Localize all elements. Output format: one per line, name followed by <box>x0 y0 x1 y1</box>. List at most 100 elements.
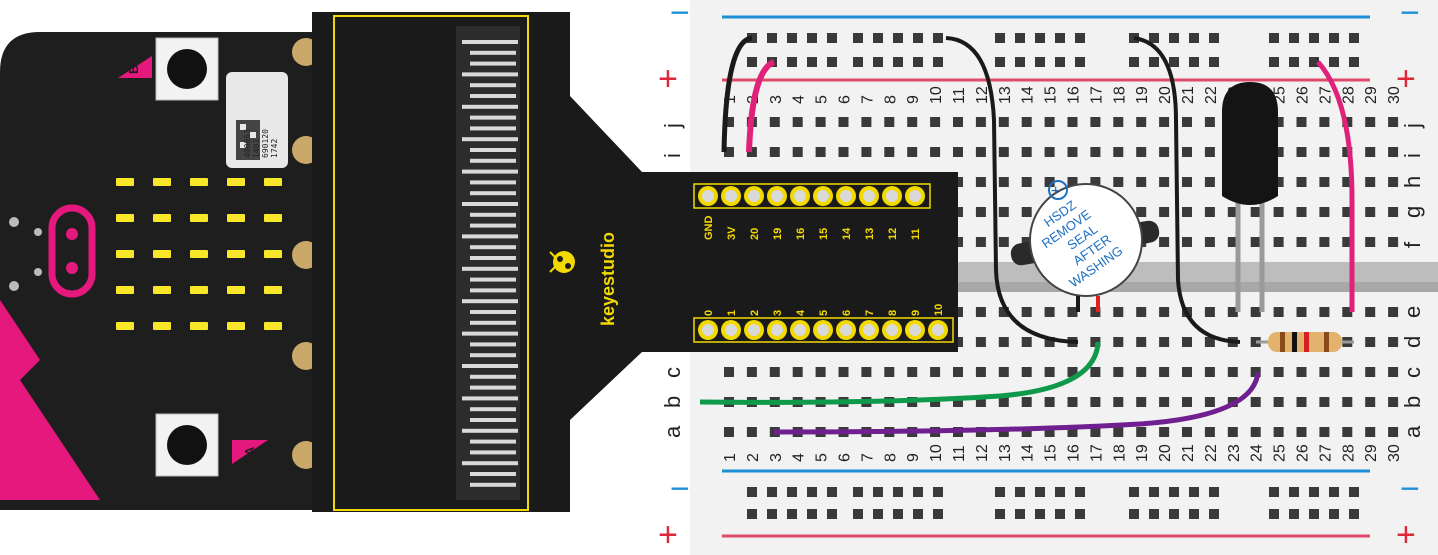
column-number-top: 10 <box>928 86 945 104</box>
rail-hole <box>1269 33 1279 43</box>
sensor-dot <box>34 228 42 236</box>
header-pin-hole <box>909 190 921 202</box>
connector-finger <box>470 482 516 487</box>
rail-hole <box>1209 509 1219 519</box>
column-number-bottom: 2 <box>745 453 762 462</box>
column-number-bottom: 8 <box>882 453 899 462</box>
top-right-minus-sign: − <box>1400 0 1420 32</box>
row-letter-top: i <box>1400 153 1425 158</box>
row-letter-bottom: c <box>660 367 685 378</box>
breadboard-hole <box>1113 427 1124 437</box>
led <box>227 322 245 330</box>
column-number-bottom: 21 <box>1180 444 1197 462</box>
column-number-top: 9 <box>905 95 922 104</box>
header-pin-hole <box>840 190 852 202</box>
row-letter-bottom: a <box>1400 425 1425 438</box>
header-pin-hole <box>702 190 714 202</box>
column-number-top: 26 <box>1295 86 1312 104</box>
breadboard-hole <box>1204 397 1215 407</box>
breadboard-hole <box>1136 307 1147 317</box>
rail-hole <box>807 509 817 519</box>
rail-hole <box>853 57 863 67</box>
breadboard-hole <box>1273 307 1284 317</box>
breadboard-hole <box>1113 307 1124 317</box>
breadboard-hole <box>1273 237 1284 247</box>
connector-finger <box>462 40 518 44</box>
breadboard-hole <box>1204 207 1215 217</box>
rail-hole <box>913 33 923 43</box>
breadboard-hole <box>930 147 941 157</box>
buzzer-positive-mark <box>1048 180 1068 200</box>
led <box>264 322 282 330</box>
column-number-bottom: 14 <box>1020 444 1037 462</box>
column-number-top: 22 <box>1203 86 1220 104</box>
row-letter-bottom: b <box>660 396 685 408</box>
breadboard-hole <box>1067 397 1078 407</box>
breadboard-hole <box>1388 397 1399 407</box>
column-number-bottom: 28 <box>1340 444 1357 462</box>
connector-finger <box>470 50 516 55</box>
row-letter-bottom: b <box>1400 396 1425 408</box>
breadboard-hole <box>998 427 1009 437</box>
breadboard-hole <box>861 147 872 157</box>
led <box>190 178 208 186</box>
rail-hole <box>1035 57 1045 67</box>
breadboard-hole <box>1067 177 1078 187</box>
microbit-board: B A 400863 1401 690120 1742 <box>0 32 320 510</box>
led <box>116 178 134 186</box>
breadboard-hole <box>1136 207 1147 217</box>
pin-label: 10 <box>933 304 945 316</box>
rail-hole <box>1015 57 1025 67</box>
breadboard-hole <box>861 367 872 377</box>
connector-finger <box>470 310 516 314</box>
led <box>190 214 208 222</box>
resistor-band-1 <box>1280 332 1285 352</box>
bottom-header-outline <box>693 317 954 343</box>
rail-hole <box>1035 509 1045 519</box>
breadboard-hole <box>1342 427 1353 437</box>
row-letter-top: i <box>660 153 685 158</box>
breadboard-hole <box>838 147 849 157</box>
header-pin-hole <box>932 324 944 336</box>
rail-hole <box>893 509 903 519</box>
rail-hole <box>827 33 837 43</box>
buzzer-body <box>1029 183 1143 297</box>
breadboard-hole <box>1044 337 1055 347</box>
column-number-bottom: 30 <box>1386 444 1403 462</box>
breadboard-hole <box>1090 147 1101 157</box>
breadboard-hole <box>907 117 918 127</box>
breadboard-hole <box>838 367 849 377</box>
led <box>116 286 134 294</box>
rail-hole <box>827 509 837 519</box>
rail-hole <box>747 57 757 67</box>
header-pin-hole <box>817 324 829 336</box>
connector-finger <box>462 266 518 271</box>
header-pin-hole <box>725 324 737 336</box>
serial-line-4: 1742 <box>270 139 279 158</box>
button-b-label: B <box>126 65 141 74</box>
connector-finger <box>470 212 516 217</box>
breadboard-hole <box>1182 237 1192 247</box>
breadboard-hole <box>1113 337 1124 347</box>
rail-hole <box>893 33 903 43</box>
breadboard-hole <box>746 367 757 377</box>
breadboard-hole <box>1388 367 1399 377</box>
rail-hole <box>1149 57 1159 67</box>
connector-finger <box>462 331 518 336</box>
rail-hole <box>1149 33 1159 43</box>
breadboard-hole <box>1204 367 1215 377</box>
breadboard-hole <box>975 117 986 127</box>
connector-finger <box>470 418 516 422</box>
breadboard-hole <box>998 147 1009 157</box>
rail-hole <box>1329 57 1339 67</box>
rail-hole <box>1129 509 1139 519</box>
rail-hole <box>1035 487 1045 497</box>
breadboard: − − + + − − + + 112233445566778899101011… <box>658 0 1438 555</box>
rail-hole <box>827 487 837 497</box>
breadboard-hole <box>907 147 918 157</box>
column-number-top: 1 <box>722 95 739 104</box>
breadboard-hole <box>1136 117 1147 127</box>
breadboard-hole <box>1227 427 1238 437</box>
